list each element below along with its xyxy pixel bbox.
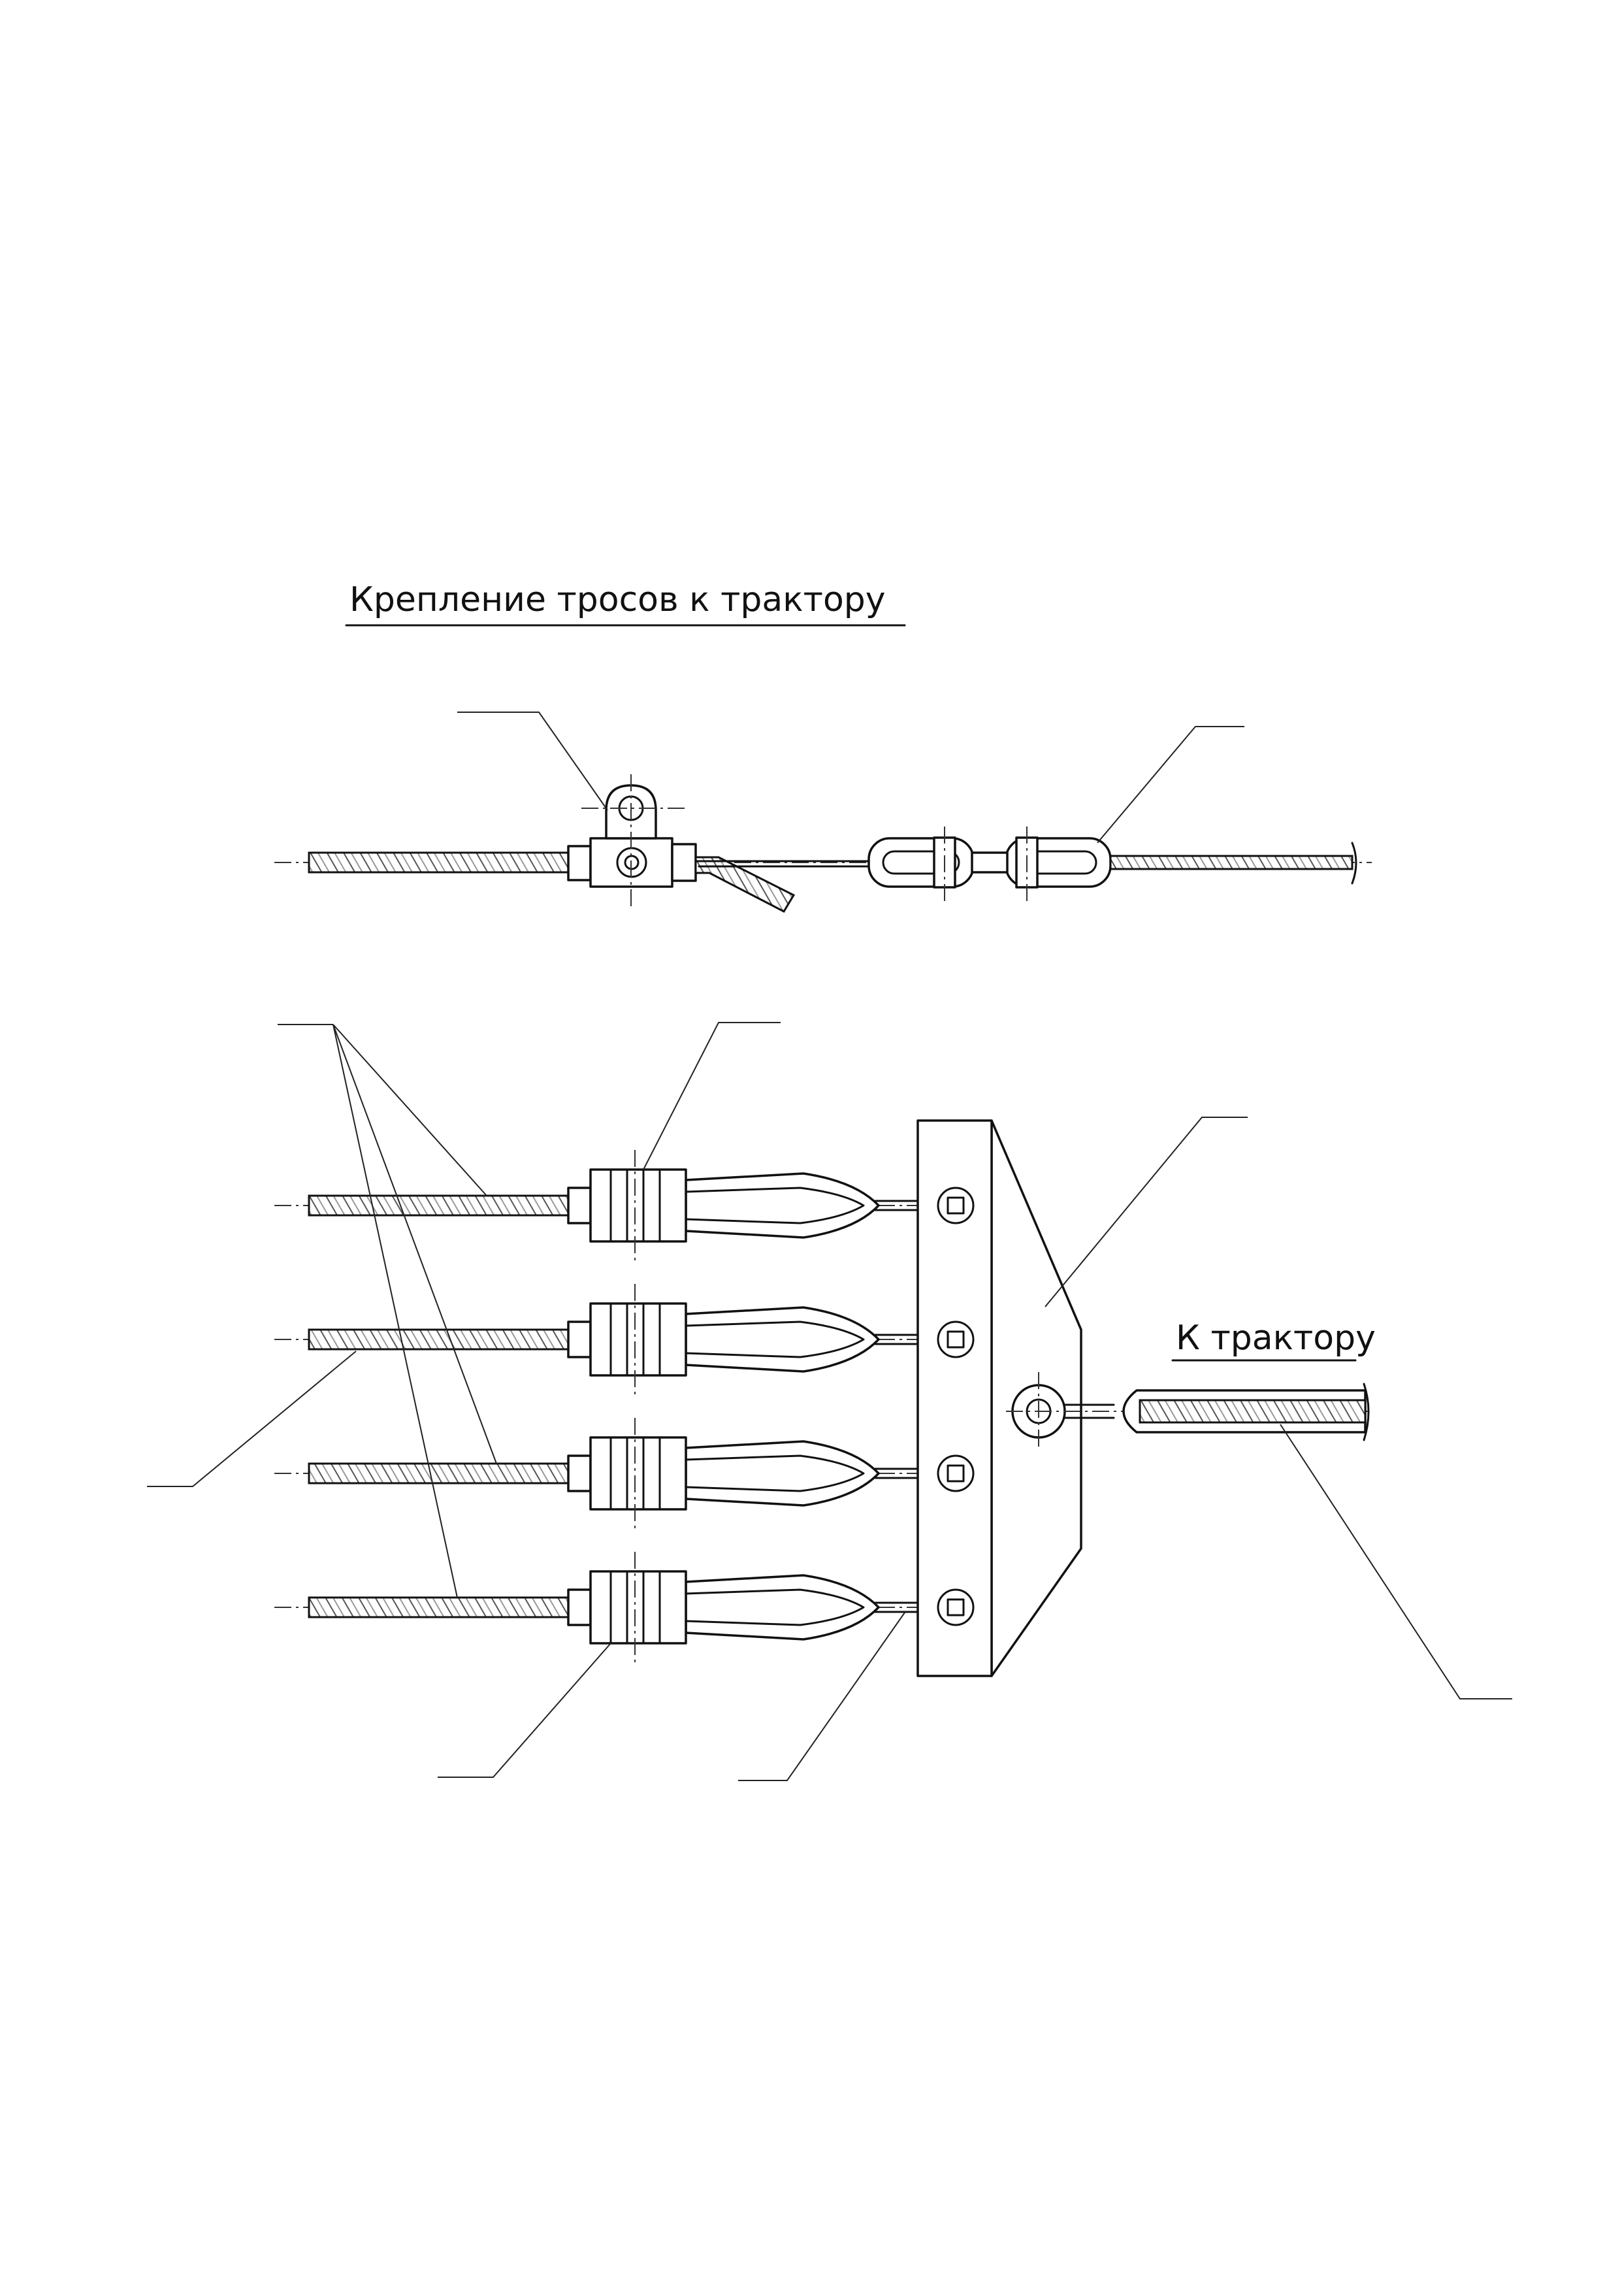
tow-cable: [1006, 1383, 1372, 1441]
leader-lines: [147, 1022, 1512, 1781]
rope-row-2: [274, 1284, 1006, 1395]
rope-row-4: [274, 1552, 1006, 1663]
to-tractor-label: К трактору: [1176, 1319, 1376, 1358]
side-view: [274, 712, 1372, 913]
rope-row-1: [274, 1150, 1006, 1261]
rope-row-3: [274, 1418, 1006, 1529]
towing-plate-icon: [916, 1119, 1082, 1677]
rope-clamp-icon: [567, 774, 697, 908]
drawing-title: Крепление тросов к трактору: [349, 580, 886, 619]
chain-link-icon: [867, 827, 1112, 902]
plan-view: К трактору: [147, 1022, 1512, 1781]
